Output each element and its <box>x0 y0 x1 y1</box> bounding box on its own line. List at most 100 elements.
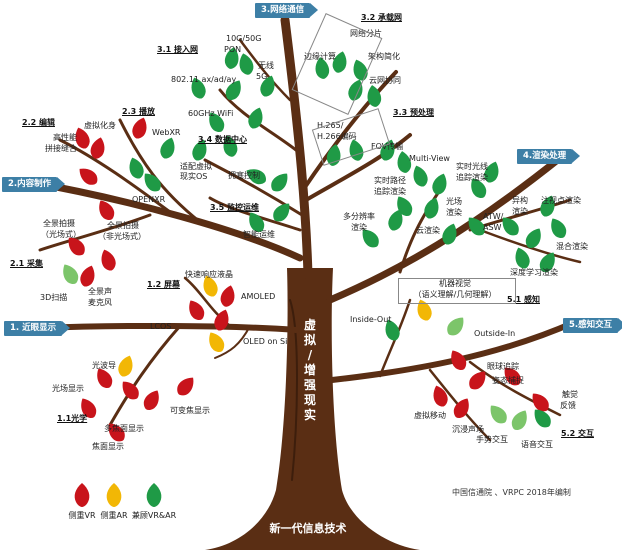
label-net-slice: 网络分片 <box>350 29 382 38</box>
leaf-vr-ar <box>248 107 263 129</box>
label-atw-a: ATW/ <box>483 212 504 221</box>
label-webxr: WebXR <box>152 128 181 137</box>
tree-leaves <box>63 47 567 442</box>
category-render: 4.渲染处理 <box>517 149 581 164</box>
label-pano-lf-a: 全景拍摄 <box>43 219 75 228</box>
leaf-vr-ar <box>502 217 519 236</box>
leaf-light-green <box>447 317 464 336</box>
label-openxr: OPENXR <box>132 195 166 204</box>
label-cloud-coop: 云网协同 <box>369 76 401 85</box>
legend-vr-label: 侧重VR <box>68 511 96 520</box>
section-editing: 2.2 编辑 <box>22 118 55 127</box>
label-fov: FOV传输 <box>371 142 404 151</box>
label-rt-light-a: 实时光线 <box>456 162 488 171</box>
label-oled-si: OLED on Si <box>243 337 288 346</box>
label-outside-in: Outside-In <box>474 329 516 338</box>
branch-optics <box>108 324 182 427</box>
label-eye-track: 眼球追踪 <box>487 362 519 371</box>
label-foveated: 注视点渲染 <box>541 196 581 205</box>
leaf-vr-ar <box>468 217 485 236</box>
branch-bearer <box>301 70 398 192</box>
label-gesture: 姿态捕捉 <box>492 376 524 385</box>
label-machine-vision-a: 机器视觉 <box>439 279 471 288</box>
legend-both-label: 兼顾VR&AR <box>131 511 177 520</box>
leaf-vr <box>90 137 105 159</box>
leaf-ar <box>118 355 133 377</box>
leaf-ar <box>417 299 432 321</box>
section-optics: 1.1光学 <box>57 414 88 423</box>
label-multires-a: 多分辨率 <box>343 212 375 221</box>
section-capture: 2.1 采集 <box>10 259 43 268</box>
credit-text: 中国信通院 、VRPC 2018年编制 <box>452 488 571 497</box>
leaf-vr-ar <box>385 319 400 341</box>
label-inside-out: Inside-Out <box>350 315 392 324</box>
label-hetero-render-a: 异构 <box>512 196 528 205</box>
leaf-vr <box>214 309 229 331</box>
leaf-vr-ar <box>348 79 363 101</box>
label-pano-mic-b: 麦克风 <box>88 298 112 307</box>
label-light-field-a: 光场 <box>446 197 462 206</box>
label-waveguide: 光波导 <box>92 361 116 370</box>
label-pano-mic-a: 全景声 <box>88 287 112 296</box>
leaf-vr-ar <box>326 144 341 166</box>
label-wireless: 无线 <box>258 61 274 70</box>
label-dl-render: 深度学习渲染 <box>510 268 558 277</box>
label-multires-b: 渲染 <box>351 223 367 232</box>
leaf-light-green <box>490 405 507 424</box>
leaf-vr-ar <box>349 139 364 161</box>
leaf-vr <box>532 393 549 412</box>
branch-editing <box>58 138 172 214</box>
label-rt-path-b: 追踪渲染 <box>374 187 406 196</box>
trunk-grain <box>289 299 298 481</box>
leaf-vr <box>99 200 115 220</box>
leaf-vr-ar <box>129 157 144 179</box>
section-screen: 1.2 屏幕 <box>147 280 180 289</box>
leaf-red-icon <box>74 483 90 507</box>
label-multifocal: 多焦面显示 <box>104 424 144 433</box>
tree-trunk <box>205 268 420 550</box>
label-light-field-b: 渲染 <box>446 208 462 217</box>
leaf-vr <box>108 423 125 442</box>
branch-render <box>326 154 564 304</box>
legend-ar: 侧重AR <box>92 482 136 521</box>
leaf-vr-ar <box>471 178 487 198</box>
leaf-vr-ar <box>160 137 175 159</box>
branch-interact-mid <box>468 360 562 417</box>
branch-content <box>26 178 304 262</box>
leaf-vr-ar <box>225 80 241 100</box>
label-pon: PON <box>224 45 242 54</box>
leaf-ar <box>203 275 218 297</box>
leaf-vr-ar <box>353 59 368 81</box>
label-focal-plane: 焦面显示 <box>92 442 124 451</box>
leaf-vr-ar <box>388 209 403 231</box>
leaf-vr-ar <box>539 252 555 272</box>
section-interaction: 5.2 交互 <box>561 429 594 438</box>
leaf-vr-ar <box>424 197 439 219</box>
leaf-vr-ar <box>273 203 290 222</box>
label-hq-a: 高性能 <box>53 133 77 142</box>
label-lcos: LCOS <box>150 322 172 331</box>
label-pano-nlf-a: 全景拍摄 <box>107 221 139 230</box>
leaf-light-green <box>63 264 79 284</box>
label-varifocal: 可变焦显示 <box>170 406 210 415</box>
leaf-vr-ar <box>525 228 541 248</box>
leaf-vr <box>80 265 95 287</box>
label-pano-lf-b: （光场式） <box>41 230 81 239</box>
leaf-vr-ar <box>367 85 382 107</box>
leaf-vr-ar <box>413 165 428 187</box>
category-content: 2.内容制作 <box>2 177 66 192</box>
label-haptic-b: 反馈 <box>560 401 576 410</box>
section-playback: 2.3 播放 <box>122 107 155 116</box>
trunk-char: 现 <box>303 393 316 407</box>
trunk-char: 增 <box>303 363 316 377</box>
branch-capture <box>38 213 152 252</box>
section-sensing: 5.1 感知 <box>507 295 540 304</box>
leaf-vr-ar <box>432 173 447 195</box>
label-hq-b: 拼接缝合 <box>45 144 77 153</box>
leaf-vr-ar <box>246 169 266 185</box>
twig-pon <box>238 38 292 102</box>
leaf-vr-ar <box>515 247 530 269</box>
leaf-vr-ar <box>144 173 161 192</box>
category-display: 1. 近眼显示 <box>4 321 71 336</box>
